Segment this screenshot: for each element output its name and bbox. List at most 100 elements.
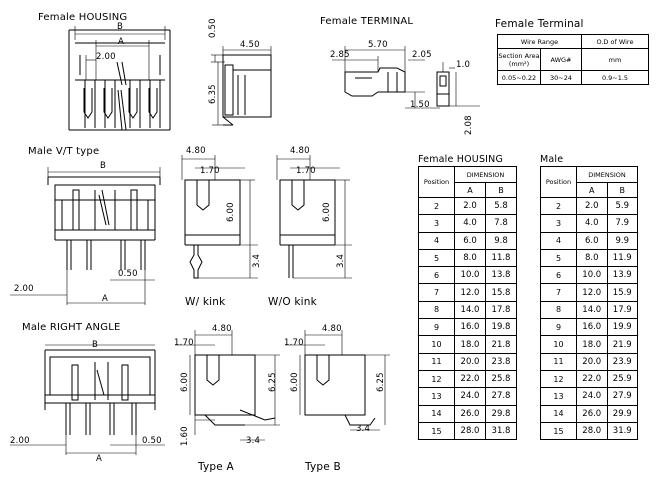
female-housing-front-drawing <box>68 26 171 131</box>
table-cell: 18.0 <box>454 335 486 354</box>
section-area-header: Section Area(mm²) <box>497 48 541 71</box>
dim-label: 6.25 <box>376 372 386 392</box>
table-cell: 31.8 <box>485 421 517 441</box>
dim-label: 6.00 <box>226 202 236 222</box>
dim-label: 2.08 <box>464 115 474 135</box>
table-cell: 27.8 <box>485 387 517 406</box>
dim-label: 6.00 <box>180 372 190 392</box>
table-cell: 6.0 <box>454 231 486 250</box>
type-b-drawing <box>285 330 390 431</box>
table-cell: 12.0 <box>454 283 486 302</box>
dim-label: 3.4 <box>246 436 261 446</box>
mm-header: mm <box>581 48 649 71</box>
wire-spec-table: Wire Range O.D of Wire Section Area(mm²)… <box>497 34 649 85</box>
male-table-title: Male <box>540 154 564 165</box>
dim-label: 1.70 <box>174 338 194 348</box>
dim-label: 4.80 <box>290 146 310 156</box>
wire-cell: 0.9~1.5 <box>581 70 649 85</box>
table-cell: 23.8 <box>485 352 517 371</box>
dim-label: 6.00 <box>290 372 300 392</box>
position-header: Position <box>540 166 577 198</box>
dim-label: 3.4 <box>336 253 346 268</box>
col-a-header: A <box>576 182 608 198</box>
table-cell: 4.0 <box>454 214 486 233</box>
dim-label: A <box>118 37 125 47</box>
dim-label: A <box>96 454 103 464</box>
dim-label: B <box>117 22 124 32</box>
table-cell: 13 <box>418 387 455 406</box>
wire-cell: 0.05~0.22 <box>497 70 541 85</box>
table-cell: 14 <box>418 404 455 423</box>
table-cell: 7.8 <box>485 214 517 233</box>
dim-label: 1.70 <box>284 338 304 348</box>
table-cell: 17.9 <box>606 300 638 320</box>
table-cell: 31.9 <box>606 421 638 441</box>
table-cell: 15 <box>418 421 455 441</box>
table-cell: 11.9 <box>606 248 638 268</box>
female-terminal-table-title: Female Terminal <box>495 18 584 30</box>
dim-label: 6.00 <box>322 202 332 222</box>
type-a-drawing <box>175 330 280 441</box>
table-cell: 22.0 <box>576 369 608 389</box>
table-cell: 7 <box>540 283 577 302</box>
col-a-header: A <box>454 182 486 198</box>
table-cell: 5 <box>540 248 577 268</box>
table-cell: 10 <box>418 335 455 354</box>
table-cell: 7 <box>418 283 455 302</box>
table-cell: 16.0 <box>576 318 608 337</box>
table-cell: 8.0 <box>454 248 486 268</box>
table-cell: 26.0 <box>454 404 486 423</box>
dim-label: 0.50 <box>208 18 218 38</box>
table-cell: 9 <box>418 318 455 337</box>
dim-label: 2.00 <box>10 436 30 446</box>
table-cell: 11.8 <box>485 248 517 268</box>
dim-label: 0.50 <box>142 436 162 446</box>
table-cell: 12 <box>540 369 577 389</box>
wo-kink-drawing <box>276 155 352 279</box>
table-cell: 11 <box>418 352 455 371</box>
female-housing-table-title: Female HOUSING <box>418 154 504 165</box>
dim-label: B <box>100 161 107 171</box>
dim-label: 4.50 <box>240 40 260 50</box>
type-a-title: Type A <box>198 461 234 473</box>
w-kink-drawing <box>181 155 258 279</box>
table-cell: 28.0 <box>576 421 608 441</box>
female-housing-side-drawing <box>211 46 272 126</box>
w-kink-title: W/ kink <box>185 296 226 308</box>
wire-cell: 30~24 <box>540 70 582 85</box>
table-cell: 10.0 <box>454 266 486 285</box>
col-b-header: B <box>606 182 638 198</box>
table-cell: 25.9 <box>606 369 638 389</box>
dim-label: 3.4 <box>356 424 371 434</box>
table-cell: 8 <box>418 300 455 320</box>
dimension-header: DIMENSION <box>576 166 638 183</box>
table-cell: 27.9 <box>606 387 638 406</box>
table-cell: 17.8 <box>485 300 517 320</box>
male-right-angle-title: Male RIGHT ANGLE <box>22 322 121 333</box>
table-cell: 21.9 <box>606 335 638 354</box>
dim-label: 1.0 <box>456 60 471 70</box>
table-cell: 13.8 <box>485 266 517 285</box>
dim-label: 1.50 <box>410 100 430 110</box>
position-header: Position <box>418 166 455 198</box>
dim-label: 6.35 <box>208 84 218 104</box>
table-cell: 3 <box>418 214 455 233</box>
dimension-header: DIMENSION <box>454 166 517 183</box>
table-cell: 4 <box>418 231 455 250</box>
table-cell: 5.9 <box>606 196 638 216</box>
od-header: O.D of Wire <box>581 34 649 49</box>
